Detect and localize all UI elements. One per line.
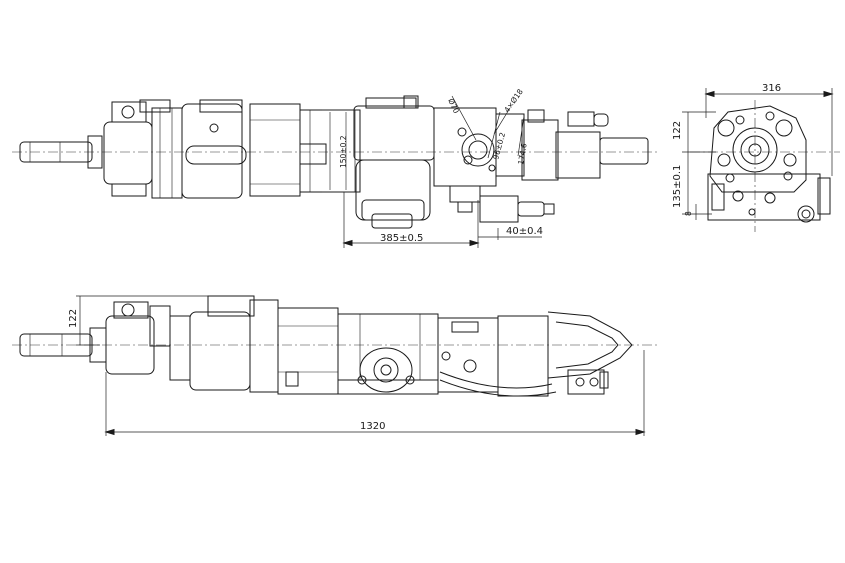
dim-316: 316	[762, 83, 781, 94]
dim-8: 8	[684, 211, 693, 216]
dim-122-side: 122	[68, 309, 79, 328]
dim-174: 174.6	[516, 142, 529, 165]
end-view	[682, 88, 840, 232]
dim-122-end: 122	[672, 121, 683, 140]
dim-4xphi18: 4×Ø18	[502, 87, 525, 114]
dim-135: 135±0.1	[672, 165, 683, 208]
dim-1320: 1320	[360, 421, 385, 432]
dim-phi70: Ø70	[446, 97, 461, 115]
dim-40: 40±0.4	[506, 226, 543, 237]
top-view	[12, 96, 660, 228]
dim-150: 150±0.2	[339, 135, 348, 168]
top-view-dimensions	[322, 110, 542, 248]
front-view	[12, 296, 660, 436]
dim-385: 385±0.5	[380, 233, 423, 244]
